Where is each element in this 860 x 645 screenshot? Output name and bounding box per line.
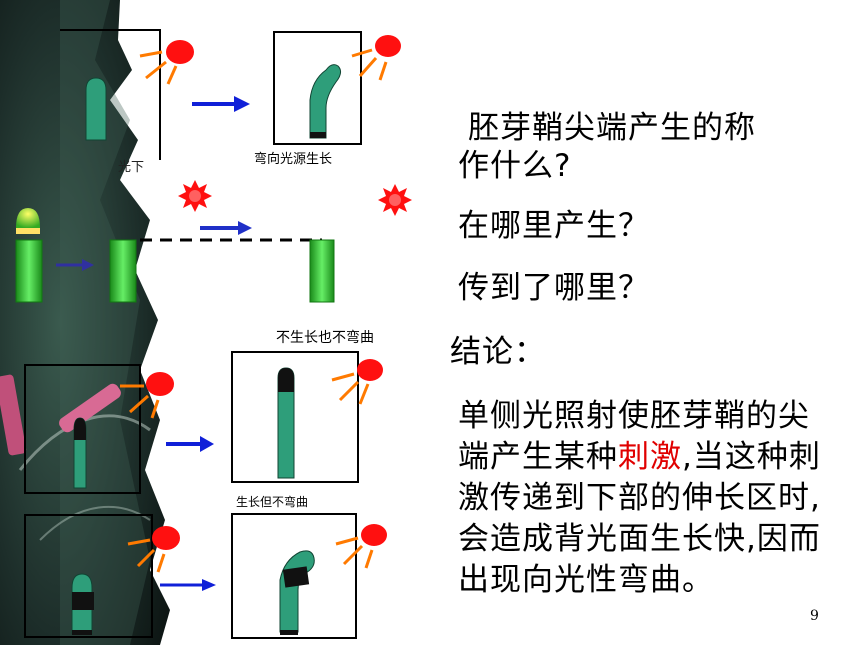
arrow-icon: [200, 221, 252, 235]
experiment-4-after: [231, 513, 357, 639]
sun-icon: [139, 40, 194, 85]
starburst-icon: [178, 180, 212, 212]
experiment-3-after: [231, 351, 359, 483]
agar-block: [109, 239, 137, 303]
caption-grows-no-bend: 生长但不弯曲: [236, 495, 309, 509]
conclusion-line-2-start: 端产生某种: [458, 439, 618, 475]
question-1-line-1: 胚芽鞘尖端产生的称: [468, 110, 756, 146]
conclusion-line-3: 激传递到下部的伸长区时,: [458, 480, 821, 516]
agar-block: [309, 239, 335, 303]
caption-light: 光下: [118, 160, 145, 175]
arrow-icon: [166, 436, 214, 452]
conclusion-line-2-end: ,当这种刺: [682, 439, 821, 475]
experiment-4-before: [24, 514, 153, 638]
highlight-stimulus: 刺激: [618, 439, 682, 475]
question-3: 传到了哪里？: [458, 270, 650, 306]
experiment-3-before: [24, 364, 141, 494]
arrow-icon: [192, 96, 250, 112]
conclusion-line-5: 出现向光性弯曲。: [458, 562, 714, 598]
conclusion-heading: 结论：: [450, 334, 546, 370]
caption-no-growth-no-bend: 不生长也不弯曲: [276, 330, 374, 346]
experiment-1-before: [60, 29, 161, 160]
experiment-1-after: [273, 31, 362, 145]
sun-icon: [120, 372, 174, 419]
conclusion-line-2: 端产生某种刺激,当这种刺: [458, 439, 821, 475]
coleoptile-tip: [16, 208, 40, 234]
agar-block: [15, 239, 43, 303]
page-number: 9: [810, 608, 819, 624]
sun-icon: [335, 524, 387, 569]
sun-icon: [331, 359, 383, 405]
arrow-icon: [160, 579, 216, 591]
arrow-icon: [56, 259, 94, 271]
sun-icon: [127, 526, 180, 573]
caption-bends-toward-light: 弯向光源生长: [254, 152, 333, 167]
conclusion-line-4: 会造成背光面生长快,因而: [458, 521, 821, 557]
starburst-icon: [378, 184, 412, 216]
question-1-line-2: 作什么?: [458, 148, 572, 184]
conclusion-line-1: 单侧光照射使胚芽鞘的尖: [458, 398, 810, 434]
sun-icon: [351, 35, 401, 81]
question-2: 在哪里产生？: [458, 208, 650, 244]
